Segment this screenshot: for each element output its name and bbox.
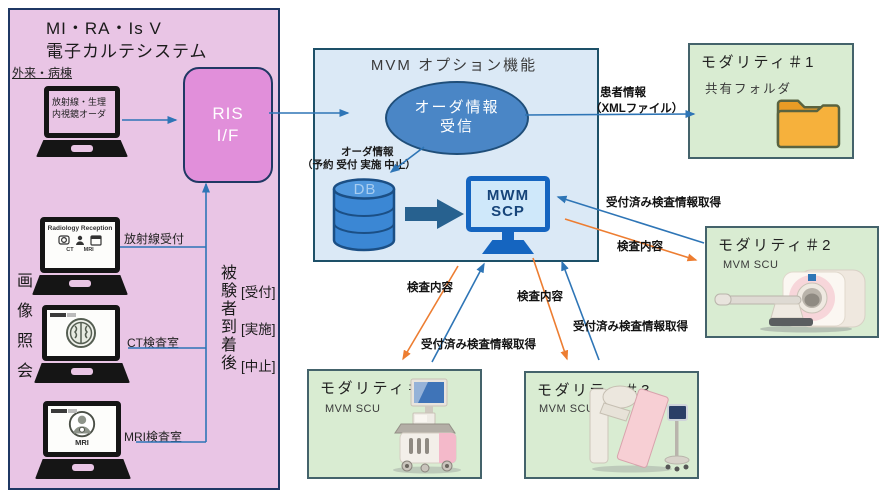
reception-screen-title: Radiology Reception	[47, 225, 113, 232]
mwm-label-line1: MWM	[486, 186, 530, 204]
modality-2-sub: MVM SCU	[723, 259, 779, 271]
fetched-exams-label-mod4: 受付済み検査情報取得	[421, 339, 536, 351]
ct-laptop-base	[34, 363, 130, 383]
order-info-note-line2: （予約 受付 実施 中止）	[302, 159, 416, 171]
ris-label-line2: I/F	[216, 126, 240, 145]
order-receive-line1: オーダ情報	[414, 99, 500, 117]
laptop-notch	[72, 464, 94, 471]
outpatient-ward-label: 外来・病棟	[12, 66, 73, 80]
arrow-modality3-to-mwm	[561, 260, 600, 361]
modality-3-panel: モダリティ＃3 MVM SCU	[524, 371, 699, 479]
exam-content-label-mod4: 検査内容	[407, 282, 453, 294]
exam-content-label-mod3: 検査内容	[517, 291, 563, 303]
reception-screen-icons	[45, 234, 115, 246]
ct-room-terminal-screen	[42, 305, 120, 361]
window-titlebar	[51, 409, 77, 413]
mwm-scp-node: MWM SCP	[466, 176, 550, 232]
mri-screen-label: MRI	[75, 438, 89, 447]
status-cancel: [中止]	[241, 359, 276, 374]
ultrasound-cart-illustration	[393, 378, 461, 474]
fetched-exams-label-mod3: 受付済み検査情報取得	[573, 321, 688, 333]
db-label: DB	[353, 181, 377, 198]
mvm-title: MVM オプション機能	[370, 57, 538, 74]
order-receive-node: オーダ情報 受信	[385, 81, 529, 155]
laptop-notch	[71, 368, 93, 375]
reception-terminal-screen: Radiology Reception CT MRI	[40, 217, 120, 273]
modality-1-panel: モダリティ＃1 共有フォルダ	[688, 43, 854, 159]
modality-4-sub: MVM SCU	[325, 403, 381, 415]
order-terminal-text: 放射線・生理 内視鏡オーダ	[49, 91, 115, 120]
mri-room-label: MRI検査室	[124, 430, 182, 444]
modality-3-sub: MVM SCU	[539, 403, 595, 415]
reception-icon-labels: CT MRI	[45, 247, 115, 253]
order-terminal-screen: 放射線・生理 内視鏡オーダ	[44, 86, 120, 138]
reception-label: 放射線受付	[124, 232, 185, 246]
image-inquiry-vertical-label: 画像照会	[14, 272, 31, 392]
database-cylinder-icon	[332, 178, 396, 252]
order-terminal-line2: 内視鏡オーダ	[52, 109, 107, 120]
person-mini-icon	[76, 235, 84, 245]
emr-title-line1: MI・RA・Is V	[46, 19, 162, 38]
modality-1-title: モダリティ＃1	[701, 54, 816, 71]
mri-laptop-base	[35, 459, 131, 479]
patient-icon	[68, 410, 96, 438]
ris-label-line1: RIS	[212, 103, 244, 123]
modality-1-sub: 共有フォルダ	[705, 82, 793, 96]
fetched-exams-label-mod2: 受付済み検査情報取得	[606, 197, 721, 209]
emr-title: MI・RA・Is V 電子カルテシステム	[46, 18, 208, 64]
status-execute: [実施]	[241, 322, 276, 337]
xray-system-illustration	[589, 385, 690, 473]
reception-laptop-base	[32, 275, 128, 295]
laptop-notch	[71, 145, 93, 152]
modality-2-panel: モダリティ＃2 MVM SCU	[705, 226, 879, 338]
mwm-label-line2: SCP	[491, 203, 525, 220]
status-accept: [受付]	[241, 285, 276, 300]
patient-info-line1: 患者情報	[600, 87, 646, 99]
exam-content-label-mod2: 検査内容	[617, 241, 663, 253]
ct-mini-icon	[58, 235, 70, 245]
order-terminal-laptop-base	[36, 140, 128, 157]
patient-info-flow-label: 患者情報 （XMLファイル）	[590, 84, 683, 116]
modality-2-title: モダリティ＃2	[718, 237, 833, 254]
ct-room-label: CT検査室	[127, 336, 179, 350]
laptop-notch	[69, 280, 91, 287]
patient-arrival-vertical-label: 被験者到着後	[218, 264, 235, 372]
mri-room-terminal-screen: MRI	[43, 401, 121, 457]
emr-title-line2: 電子カルテシステム	[46, 41, 208, 61]
ct-scanner-illustration	[714, 269, 866, 333]
patient-info-line2: （XMLファイル）	[590, 103, 684, 115]
order-receive-line2: 受信	[439, 118, 474, 135]
monitor-neck	[502, 231, 514, 240]
arrow-mwm-to-modality3	[532, 257, 569, 361]
ris-interface-node: RIS I/F	[183, 67, 273, 183]
monitor-stand	[482, 240, 534, 254]
order-terminal-line1: 放射線・生理	[52, 97, 107, 107]
status-list: [受付] [実施] [中止]	[241, 281, 276, 375]
shared-folder-icon	[776, 99, 841, 149]
mri-mini-label: MRI	[83, 247, 94, 253]
modality-4-panel: モダリティ＃4 MVM SCU	[307, 369, 482, 479]
ct-mini-label: CT	[66, 247, 74, 253]
calendar-mini-icon	[90, 235, 102, 246]
brain-scan-icon	[66, 318, 96, 348]
window-titlebar	[50, 313, 76, 317]
order-info-note-line1: オーダ情報	[341, 146, 394, 158]
modality-4-title: モダリティ＃4	[320, 380, 435, 397]
